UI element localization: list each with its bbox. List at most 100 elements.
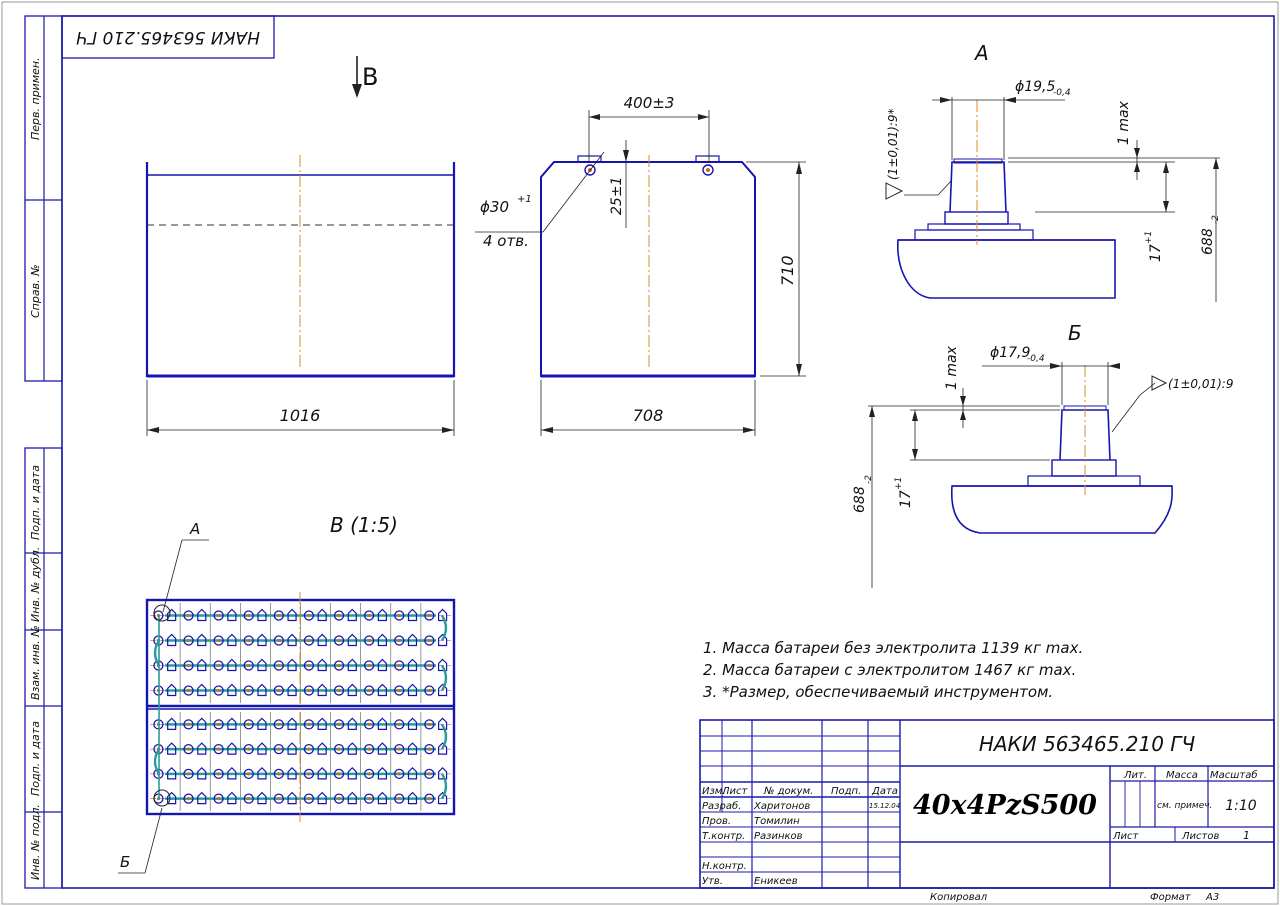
terminal-post [363,685,375,696]
terminal-center [427,747,431,751]
terminal-post [227,608,237,622]
terminal-post [424,743,435,755]
terminal-post [347,683,357,697]
dim-b-688: 688 [852,486,868,513]
dim-phi30: ϕ30 [480,198,509,216]
terminal-post [424,635,435,646]
terminal-post [407,683,418,697]
plan-row-link [440,723,448,750]
callout-b: Б [120,853,130,871]
terminal-post [227,717,237,730]
terminal-post [183,743,194,755]
terminal-post [407,742,418,755]
plan-row-link [440,773,448,800]
tb-izm: Изм. [702,786,726,797]
terminal-post [213,685,224,696]
tb-format-label: Формат [1150,892,1192,903]
terminal-center [307,772,311,776]
dim-b-17: 17 [898,490,914,508]
terminal-center [186,722,191,726]
terminal-center [427,638,431,643]
dim-708: 708 [633,406,664,425]
dim-1016: 1016 [280,406,321,425]
terminal-post [183,793,194,804]
terminal-post [333,793,345,804]
terminal-post [394,768,405,780]
terminal-post [257,658,267,672]
terminal-post [377,717,387,730]
terminal-center [307,638,311,643]
terminal-post [257,608,267,622]
terminal-center [397,688,401,693]
terminal-post [333,743,345,755]
left-sidebar: Перв. примен. Справ. № Подп. и дата Инв.… [24,15,63,889]
terminal-center [397,797,401,801]
terminal-post [167,633,177,647]
terminal-center [367,772,371,776]
terminal-post [363,719,375,730]
view-b-title: B (1:5) [330,513,398,537]
tb-listov-label: Листов [1181,831,1219,842]
terminal-post [407,608,418,622]
terminal-post [363,793,375,804]
detail-a-title: А [973,41,989,65]
tb-masshtab: Масштаб [1210,769,1258,781]
front-view: 1016 [145,155,456,436]
terminal-center [367,722,371,726]
dim-b-phi-tol: -0,4 [1027,354,1045,364]
terminal-center [277,638,281,643]
tb-listov-value: 1 [1243,829,1250,842]
detail-b: Б ϕ17,9 -0,4 (1±0,01):9 1 max 17 +1 [852,321,1233,588]
terminal-post [213,610,224,621]
dim-a-1max: 1 max [1116,100,1132,145]
terminal-post [183,635,194,646]
terminal-center [247,797,251,801]
terminal-post [197,717,207,730]
terminal-post [167,683,177,697]
sidebar-vzam: Взам. инв. № [29,625,42,700]
terminal-center [277,613,281,618]
terminal-center [367,638,371,643]
dim-b-688-tol: -2 [864,475,874,484]
terminal-center [277,722,281,726]
terminal-post [424,719,435,730]
terminal-center [337,797,341,801]
terminal-center [397,747,401,751]
terminal-center [337,663,341,668]
tb-doc-number: НАКИ 563465.210 ГЧ [979,732,1196,756]
terminal-post [407,791,418,805]
terminal-post [347,791,357,805]
dim-a-phi-tol: -0,4 [1053,88,1071,98]
terminal-center [427,772,431,776]
rotated-stamp: НАКИ 563465.210 ГЧ [61,15,275,59]
terminal-center [217,797,221,801]
terminal-center [277,663,281,668]
terminal-post [394,793,405,804]
terminal-center [367,688,371,693]
detail-a: А ϕ19,5 -0,4 (1±0,01):9* 1 max 17 +1 [885,41,1221,302]
terminal-post [287,683,297,697]
terminal-post [167,717,177,730]
terminal-post [287,767,297,780]
terminal-post [227,658,237,672]
terminal-center [186,747,191,751]
tb-format-value: А3 [1205,892,1219,903]
terminal-post [424,768,435,780]
terminal-post [273,743,284,755]
terminal-post [287,791,297,805]
terminal-center [337,722,341,726]
terminal-post [377,767,387,780]
terminal-center [307,747,311,751]
tb-name-5: Еникеев [754,876,798,887]
terminal-post [183,768,194,780]
terminal-post [424,610,435,621]
terminal-post [257,767,267,780]
terminal-center [427,688,431,693]
terminal-post [303,660,315,671]
terminal-post [257,717,267,730]
terminal-post [273,660,284,671]
terminal-post [213,793,224,804]
terminal-post [377,608,387,622]
terminal-post [273,719,284,730]
dim-a-taper: (1±0,01):9* [886,109,900,180]
